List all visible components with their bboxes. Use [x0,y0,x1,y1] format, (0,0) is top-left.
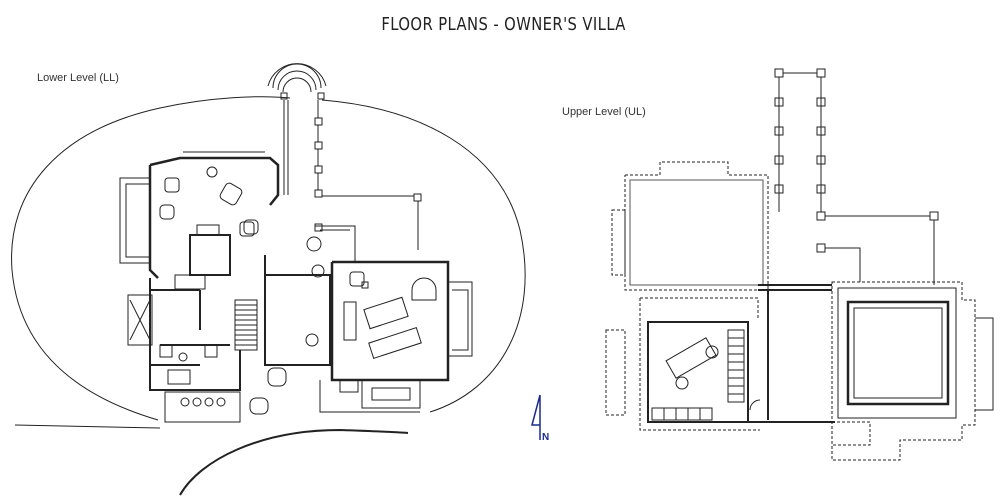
north-arrow [531,394,541,440]
page-title: FLOOR PLANS - OWNER'S VILLA [381,14,626,35]
lower-level-plan [11,63,526,496]
central-hall [264,255,331,366]
pool [846,300,950,406]
site-boundary [11,96,291,421]
upper-level-label: Upper Level (UL) [562,106,646,118]
arc-feature [267,63,327,100]
upper-north-room [624,161,769,291]
column-row-lower [314,100,422,250]
column-row-upper [774,68,939,285]
living-room-walls [148,156,280,279]
lower-level-label: Lower Level (LL) [37,72,119,84]
upper-office [647,321,749,423]
stair-lower [234,299,258,351]
north-label: N [542,432,550,443]
upper-pool-room [831,281,976,461]
north-wall [283,100,289,195]
site-edge [14,424,161,429]
driveway-curve [179,428,409,496]
upper-level-plan [605,68,994,461]
site-boundary-east [321,99,526,413]
terrace-lower [164,367,287,423]
east-lounge-walls [330,260,450,382]
west-rooms [149,278,241,391]
